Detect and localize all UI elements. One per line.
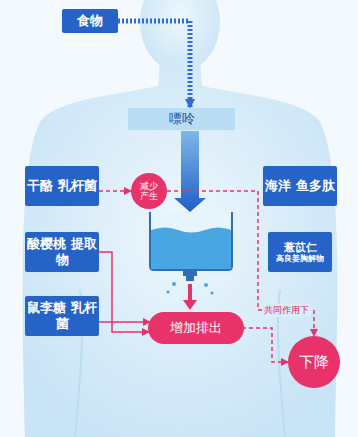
ingredient-box: 海洋 鱼多肽 [263, 166, 337, 206]
effect-circle: 减少产生 [131, 173, 167, 209]
head-shape [140, 0, 220, 72]
beaker-outline [150, 212, 232, 270]
node-text: 干酪 乳杆菌 [27, 178, 97, 194]
ingredient-box: 薏苡仁高良姜胸解物 [268, 232, 332, 272]
connector [118, 21, 190, 108]
node-text: 海洋 鱼多肽 [265, 178, 335, 194]
result-circle: 下降 [288, 336, 340, 388]
node-text: 高良姜胸解物 [276, 254, 324, 264]
faucet [183, 270, 197, 281]
water [151, 228, 231, 270]
connector [99, 321, 150, 323]
edge-label: 共同作用下 [262, 304, 311, 317]
connector [99, 252, 149, 332]
output-arrow [183, 284, 197, 310]
water-drop [210, 291, 213, 294]
node-text: 增加排出 [170, 320, 222, 336]
effect-pill: 增加排出 [148, 312, 244, 344]
ingredient-box: 酸樱桃 提取物 [25, 232, 99, 272]
connector [242, 328, 288, 362]
ingredient-box: 鼠李糖 乳杆菌 [25, 296, 99, 336]
node-text: 食物 [77, 13, 103, 29]
node-text: 减少产生 [140, 181, 159, 202]
water-drop [172, 282, 176, 286]
input-box: 食物 [62, 9, 118, 33]
node-text: 下降 [299, 353, 329, 371]
water-drop [166, 290, 169, 293]
water-drop [204, 283, 208, 287]
substance-band: 嘌呤 [128, 108, 235, 130]
torso-shape [23, 62, 338, 437]
node-text: 酸樱桃 提取物 [25, 236, 99, 267]
flow-arrow [174, 131, 206, 212]
ingredient-box: 干酪 乳杆菌 [25, 166, 99, 206]
node-text: 鼠李糖 乳杆菌 [25, 300, 99, 331]
node-text: 嘌呤 [169, 111, 195, 127]
node-text: 薏苡仁 [284, 241, 317, 254]
connector [99, 190, 131, 192]
